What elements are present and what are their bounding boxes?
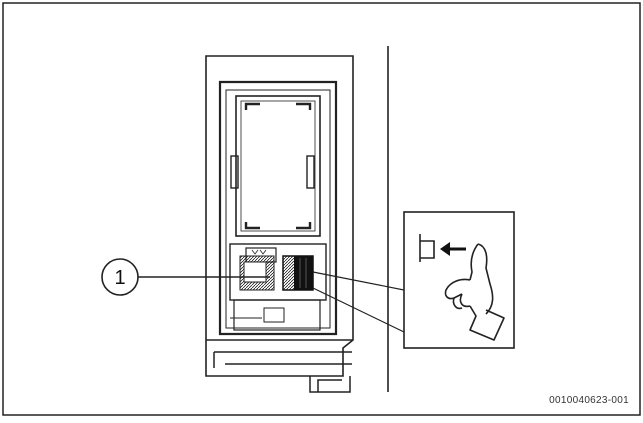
appliance-base — [206, 339, 353, 393]
control-area — [229, 243, 327, 331]
hand-icon — [444, 243, 505, 341]
detail-leader-lines — [312, 271, 405, 333]
figure-border — [2, 2, 641, 416]
callout-1 — [101, 258, 270, 296]
callout-label: 1 — [114, 267, 125, 289]
detail-inset — [403, 211, 515, 349]
push-button-icon — [419, 234, 435, 262]
arrow-left-icon — [440, 242, 466, 256]
document-id: 0010040623-001 — [549, 395, 629, 406]
rotary-knob — [282, 255, 314, 291]
appliance-housing — [205, 55, 354, 377]
display-panel — [230, 95, 321, 237]
